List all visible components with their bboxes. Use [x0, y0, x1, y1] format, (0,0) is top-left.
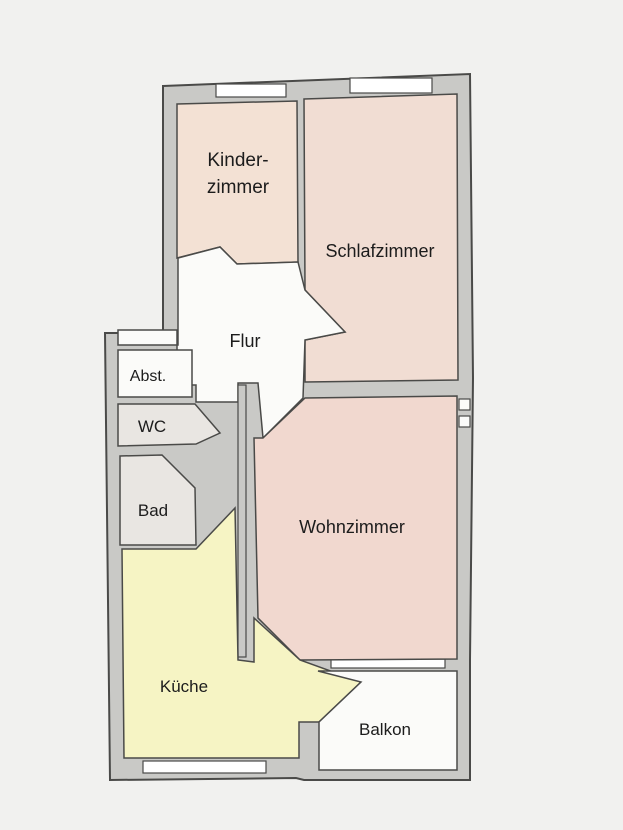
label-balkon: Balkon: [359, 720, 411, 739]
room-schlafzimmer: [303, 93, 459, 383]
room-balkon: [317, 670, 458, 771]
room-bad: [119, 454, 197, 546]
label-kueche: Küche: [160, 677, 208, 696]
label-wohnzimmer: Wohnzimmer: [299, 517, 405, 537]
window-kueche: [142, 760, 267, 774]
label-kinderzimmer-line2: zimmer: [207, 177, 270, 198]
wall-marker: [458, 415, 471, 428]
wall-marker: [458, 398, 471, 411]
label-abstellraum: Abst.: [130, 368, 166, 385]
label-schlafzimmer: Schlafzimmer: [325, 241, 434, 261]
label-wc: WC: [138, 417, 166, 436]
window-schlafzimmer: [349, 77, 433, 94]
room-abstellraum: [117, 349, 193, 398]
interior-wall: [237, 384, 247, 658]
window-kinderzimmer: [215, 83, 287, 98]
label-flur: Flur: [230, 331, 261, 351]
room-flur: [117, 246, 347, 440]
label-bad: Bad: [138, 501, 168, 520]
room-wc: [117, 403, 222, 447]
label-kinderzimmer-line1: Kinder-: [207, 150, 268, 171]
room-wohnzimmer: [253, 395, 458, 661]
room-kueche: [121, 506, 363, 759]
